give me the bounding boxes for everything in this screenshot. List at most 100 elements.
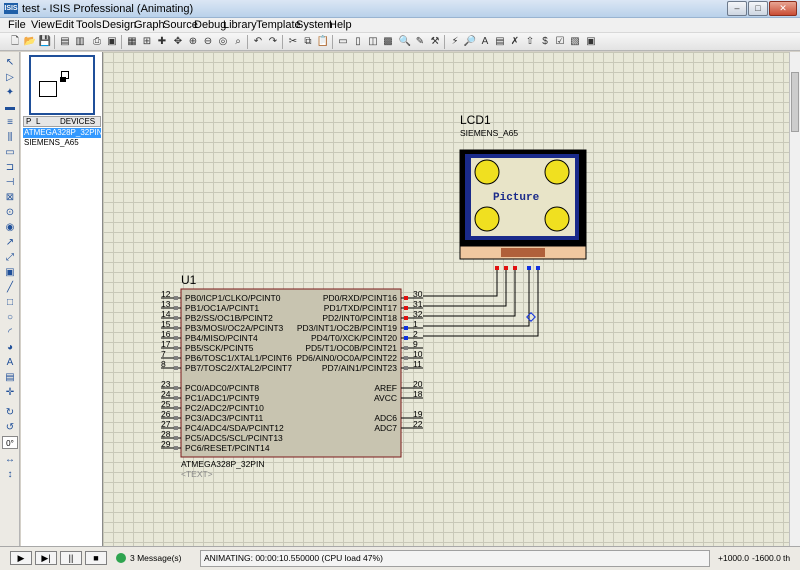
mcu-body[interactable] (180, 288, 402, 458)
rotate-clockwise-icon[interactable]: ↻ (5, 407, 15, 418)
graph-icon[interactable]: ⊠ (5, 192, 15, 203)
text-icon[interactable]: A (6, 357, 14, 368)
netlist-icon[interactable]: ▧ (570, 36, 580, 47)
zoom-area-icon[interactable]: ⌕ (235, 36, 241, 47)
pan-icon[interactable]: ✥ (173, 36, 183, 47)
print-area-icon[interactable]: ▣ (107, 36, 117, 47)
grid-icon[interactable]: ⊞ (142, 36, 152, 47)
search-tag-icon[interactable]: 🔎 (463, 36, 477, 47)
circle-icon[interactable]: ○ (6, 312, 14, 323)
terminal-icon[interactable]: ⊐ (5, 162, 15, 173)
maximize-button[interactable]: □ (748, 1, 768, 16)
device-item[interactable]: SIEMENS_A65 (24, 138, 79, 147)
new-file-icon[interactable]: 🗋 (10, 36, 20, 47)
paste-icon[interactable]: 📋 (316, 36, 330, 47)
wire-label-icon[interactable]: ▬ (5, 102, 15, 113)
block-rotate-icon[interactable]: ◫ (368, 36, 378, 47)
subcircuit-icon[interactable]: ▭ (5, 147, 15, 158)
scrollbar-thumb[interactable] (791, 72, 799, 132)
mirror-horizontal-icon[interactable]: ↔ (5, 454, 15, 465)
symbol-icon[interactable]: ▤ (5, 372, 15, 383)
virtual-instrument-icon[interactable]: ▣ (5, 267, 15, 278)
minimize-button[interactable]: – (727, 1, 747, 16)
block-move-icon[interactable]: ▯ (355, 36, 361, 47)
menu-graph[interactable]: Graph (134, 19, 165, 31)
library-manager-tab[interactable]: L (36, 117, 41, 126)
zoom-all-icon[interactable]: ◎ (218, 36, 228, 47)
block-delete-icon[interactable]: ▩ (383, 36, 393, 47)
undo-icon[interactable]: ↶ (253, 36, 263, 47)
schematic-canvas[interactable]: LCD1 SIEMENS_A65 Picture U1 ATMEGA328P_3… (103, 52, 789, 546)
import-section-icon[interactable]: ▤ (60, 36, 70, 47)
origin-icon[interactable]: ✚ (157, 36, 167, 47)
box-icon[interactable]: □ (6, 297, 14, 308)
tape-recorder-icon[interactable]: ⊙ (5, 207, 15, 218)
electrical-rule-check-icon[interactable]: ☑ (555, 36, 565, 47)
remove-sheet-icon[interactable]: ✗ (510, 36, 520, 47)
overview-window[interactable] (29, 55, 95, 115)
packaging-tool-icon[interactable]: ⚒ (430, 36, 440, 47)
play-button[interactable]: ▶ (10, 551, 32, 565)
zoom-in-icon[interactable]: ⊕ (188, 36, 198, 47)
menu-debug[interactable]: Debug (194, 19, 227, 31)
ares-icon[interactable]: ▣ (586, 36, 596, 47)
save-icon[interactable]: 💾 (38, 36, 52, 47)
property-tool-icon[interactable]: A (481, 36, 489, 47)
menu-file[interactable]: File (8, 19, 26, 31)
menu-system[interactable]: System (296, 19, 333, 31)
wire[interactable] (423, 270, 539, 337)
menu-design[interactable]: Design (102, 19, 137, 31)
vertical-scrollbar[interactable] (789, 52, 800, 546)
voltage-probe-icon[interactable]: ↗ (5, 237, 15, 248)
open-file-icon[interactable]: 📂 (23, 36, 37, 47)
redo-icon[interactable]: ↷ (268, 36, 278, 47)
arc-icon[interactable]: ◜ (8, 327, 12, 338)
step-button[interactable]: ▶| (35, 551, 57, 565)
device-item[interactable]: ATMEGA328P_32PIN (23, 128, 103, 138)
device-pin-icon[interactable]: ⊣ (5, 177, 15, 188)
rotate-anticlockwise-icon[interactable]: ↺ (5, 422, 15, 433)
menu-view[interactable]: View (31, 19, 55, 31)
pick-device-tab[interactable]: P (26, 117, 32, 126)
close-button[interactable]: ✕ (769, 1, 797, 16)
bill-of-materials-icon[interactable]: $ (542, 36, 548, 47)
generator-icon[interactable]: ◉ (5, 222, 15, 233)
pick-device-icon[interactable]: 🔍 (398, 36, 412, 47)
selection-mode-icon[interactable]: ↖ (5, 57, 15, 68)
new-sheet-icon[interactable]: ▤ (495, 36, 505, 47)
bus-icon[interactable]: ⫼ (7, 132, 13, 143)
exit-to-parent-icon[interactable]: ⇧ (525, 36, 535, 47)
zoom-out-icon[interactable]: ⊖ (203, 36, 213, 47)
stop-button[interactable]: ■ (85, 551, 107, 565)
wire[interactable] (423, 270, 530, 327)
wire[interactable] (423, 270, 498, 297)
redraw-icon[interactable]: ▦ (127, 36, 137, 47)
menu-edit[interactable]: Edit (55, 19, 74, 31)
rotation-angle-field[interactable]: 0° (2, 436, 18, 449)
menu-help[interactable]: Help (329, 19, 352, 31)
